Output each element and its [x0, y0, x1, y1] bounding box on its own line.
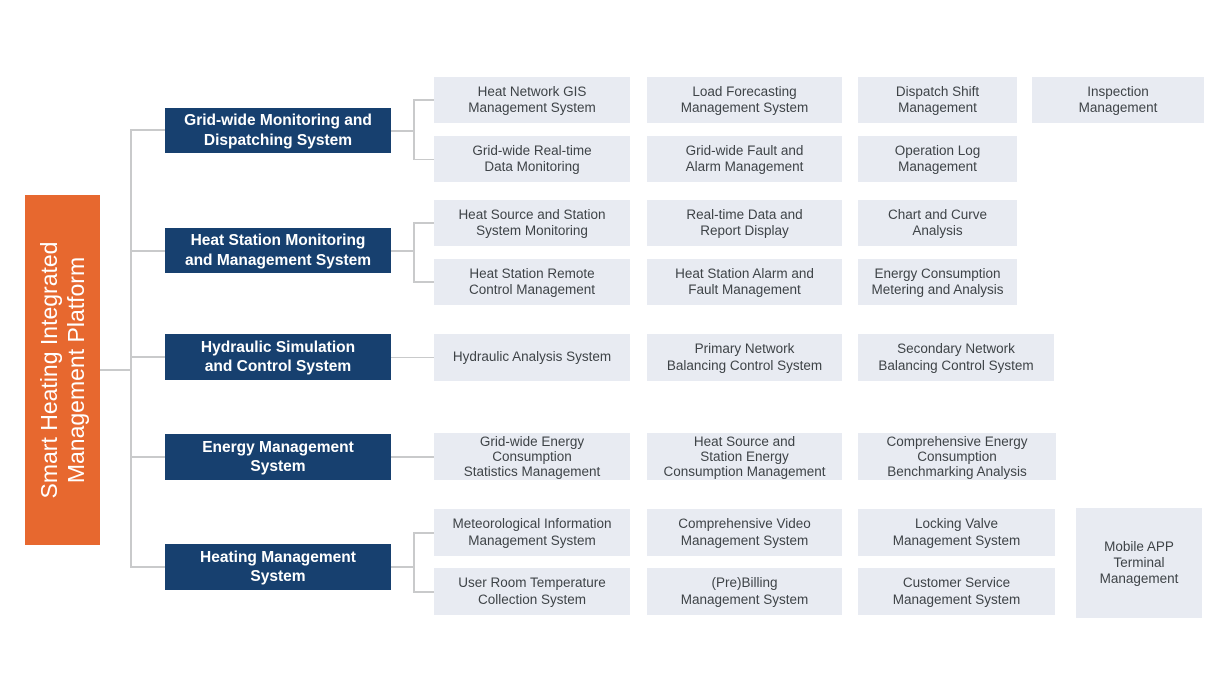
item-realtime-data-report: Real-time Data and Report Display: [647, 200, 842, 246]
item-meteorological-information: Meteorological Information Management Sy…: [434, 509, 630, 556]
connector-trunk: [130, 129, 132, 567]
category-hydraulic-simulation: Hydraulic Simulation and Control System: [165, 334, 391, 380]
item-heat-station-remote-control: Heat Station Remote Control Management: [434, 259, 630, 305]
item-heat-network-gis: Heat Network GIS Management System: [434, 77, 630, 123]
connector-branch-5: [130, 566, 165, 568]
item-grid-wide-fault-alarm: Grid-wide Fault and Alarm Management: [647, 136, 842, 182]
item-grid-wide-energy-statistics: Grid-wide Energy Consumption Statistics …: [434, 433, 630, 480]
connector-cat5-top: [413, 532, 434, 534]
item-heat-source-station-energy: Heat Source and Station Energy Consumpti…: [647, 433, 842, 480]
connector-cat3-line: [391, 356, 434, 358]
connector-cat2-bottom: [413, 281, 434, 283]
item-secondary-network-balancing: Secondary Network Balancing Control Syst…: [858, 334, 1054, 381]
connector-cat4-line: [391, 456, 434, 458]
connector-cat1-top: [413, 99, 434, 101]
connector-branch-4: [130, 456, 165, 458]
item-grid-wide-realtime-data: Grid-wide Real-time Data Monitoring: [434, 136, 630, 182]
item-load-forecasting: Load Forecasting Management System: [647, 77, 842, 123]
category-grid-wide-monitoring: Grid-wide Monitoring and Dispatching Sys…: [165, 108, 391, 153]
connector-cat5-vertical: [413, 532, 415, 592]
item-customer-service: Customer Service Management System: [858, 568, 1055, 615]
connector-cat2-top: [413, 222, 434, 224]
category-energy-management: Energy Management System: [165, 434, 391, 480]
item-mobile-app-terminal: Mobile APP Terminal Management: [1076, 508, 1202, 618]
item-pre-billing: (Pre)Billing Management System: [647, 568, 842, 615]
item-dispatch-shift: Dispatch Shift Management: [858, 77, 1017, 123]
connector-cat5-bottom: [413, 591, 434, 593]
item-heat-station-alarm-fault: Heat Station Alarm and Fault Management: [647, 259, 842, 305]
platform-root-box: Smart Heating Integrated Management Plat…: [25, 195, 100, 545]
category-heat-station-monitoring: Heat Station Monitoring and Management S…: [165, 228, 391, 273]
connector-branch-1: [130, 129, 165, 131]
item-primary-network-balancing: Primary Network Balancing Control System: [647, 334, 842, 381]
connector-cat5-stub: [391, 566, 413, 568]
item-comprehensive-energy-benchmarking: Comprehensive Energy Consumption Benchma…: [858, 433, 1056, 480]
connector-cat1-vertical: [413, 99, 415, 160]
item-energy-consumption-metering: Energy Consumption Metering and Analysis: [858, 259, 1017, 305]
connector-cat2-stub: [391, 250, 413, 252]
connector-root-stub: [100, 369, 130, 371]
connector-cat1-stub: [391, 130, 413, 132]
item-inspection-management: Inspection Management: [1032, 77, 1204, 123]
category-heating-management: Heating Management System: [165, 544, 391, 590]
item-chart-curve-analysis: Chart and Curve Analysis: [858, 200, 1017, 246]
connector-cat1-bottom: [413, 158, 434, 160]
item-hydraulic-analysis: Hydraulic Analysis System: [434, 334, 630, 381]
connector-branch-3: [130, 356, 165, 358]
item-operation-log: Operation Log Management: [858, 136, 1017, 182]
connector-cat2-vertical: [413, 222, 415, 282]
item-heat-source-station-monitoring: Heat Source and Station System Monitorin…: [434, 200, 630, 246]
item-user-room-temperature: User Room Temperature Collection System: [434, 568, 630, 615]
item-locking-valve: Locking Valve Management System: [858, 509, 1055, 556]
item-comprehensive-video: Comprehensive Video Management System: [647, 509, 842, 556]
connector-branch-2: [130, 250, 165, 252]
platform-title: Smart Heating Integrated Management Plat…: [35, 241, 89, 499]
